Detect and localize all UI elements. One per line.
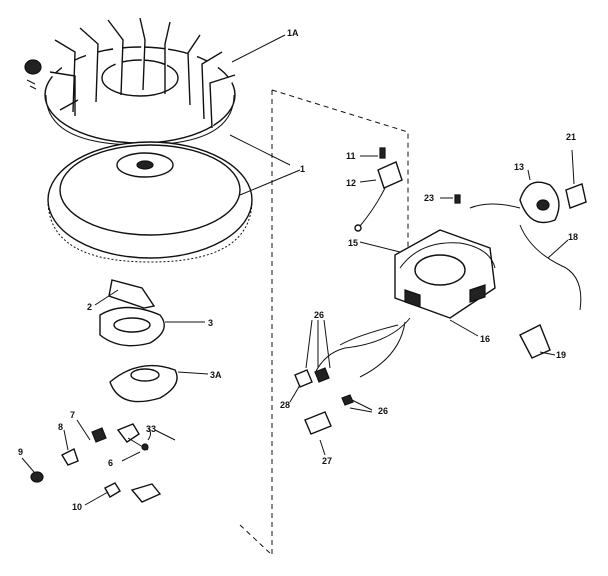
label-13: 13 xyxy=(514,162,524,172)
label-21: 21 xyxy=(566,132,576,142)
leader-line-33 xyxy=(154,429,176,441)
label-26-right: 26 xyxy=(378,406,388,416)
leader-line-2 xyxy=(94,289,119,306)
breaker-points-small-parts xyxy=(61,423,151,466)
label-26-top: 26 xyxy=(314,310,324,320)
label-12: 12 xyxy=(346,178,356,188)
label-3a: 3A xyxy=(210,370,222,380)
label-19: 19 xyxy=(556,350,566,360)
flywheel-nut-part xyxy=(24,59,42,90)
flywheel-key-part xyxy=(108,279,156,309)
label-3: 3 xyxy=(208,318,213,328)
label-6: 6 xyxy=(108,458,113,468)
label-10: 10 xyxy=(72,502,82,512)
label-9: 9 xyxy=(18,447,23,457)
label-7: 7 xyxy=(70,410,75,420)
leader-line-7 xyxy=(76,419,91,441)
label-2: 2 xyxy=(87,302,92,312)
mounting-plate-part xyxy=(109,364,178,403)
connector-terminals-part xyxy=(294,319,373,413)
flywheel-part xyxy=(47,141,253,263)
label-15: 15 xyxy=(348,238,358,248)
label-27: 27 xyxy=(322,456,332,466)
label-8: 8 xyxy=(58,422,63,432)
label-23: 23 xyxy=(424,193,434,203)
label-1a: 1A xyxy=(287,28,299,38)
leader-line-16 xyxy=(449,319,479,337)
label-11: 11 xyxy=(346,151,356,161)
spark-plug-cap-part xyxy=(519,324,556,359)
leader-line-8 xyxy=(63,429,69,451)
screw-part xyxy=(360,147,386,159)
leader-line-1a xyxy=(231,34,286,63)
leader-line-3a xyxy=(177,371,209,375)
cover-plate-part xyxy=(99,306,165,347)
label-28: 28 xyxy=(280,400,290,410)
ignition-coil-part xyxy=(469,169,560,224)
wire-harness-part xyxy=(314,317,411,378)
leader-line-6 xyxy=(121,451,141,462)
condenser-part xyxy=(354,161,403,232)
assembly-enclosure-dashed-line xyxy=(239,89,409,556)
leader-line-15 xyxy=(359,241,401,253)
leader-line-28 xyxy=(289,384,301,403)
label-1: 1 xyxy=(300,164,305,174)
leader-line-10 xyxy=(84,491,109,506)
grommet-part xyxy=(565,149,587,209)
screw-23-part xyxy=(440,194,461,204)
label-18: 18 xyxy=(568,232,578,242)
screw-nut-part xyxy=(21,457,44,483)
flywheel-fan-part xyxy=(44,17,236,146)
label-16: 16 xyxy=(480,334,490,344)
clip-part xyxy=(104,482,162,503)
stator-plate-part xyxy=(394,229,496,319)
label-33: 33 xyxy=(146,424,156,434)
leader-line-1 xyxy=(229,134,301,196)
connector-plug-part xyxy=(304,411,332,456)
lead-wire-part xyxy=(519,224,582,311)
